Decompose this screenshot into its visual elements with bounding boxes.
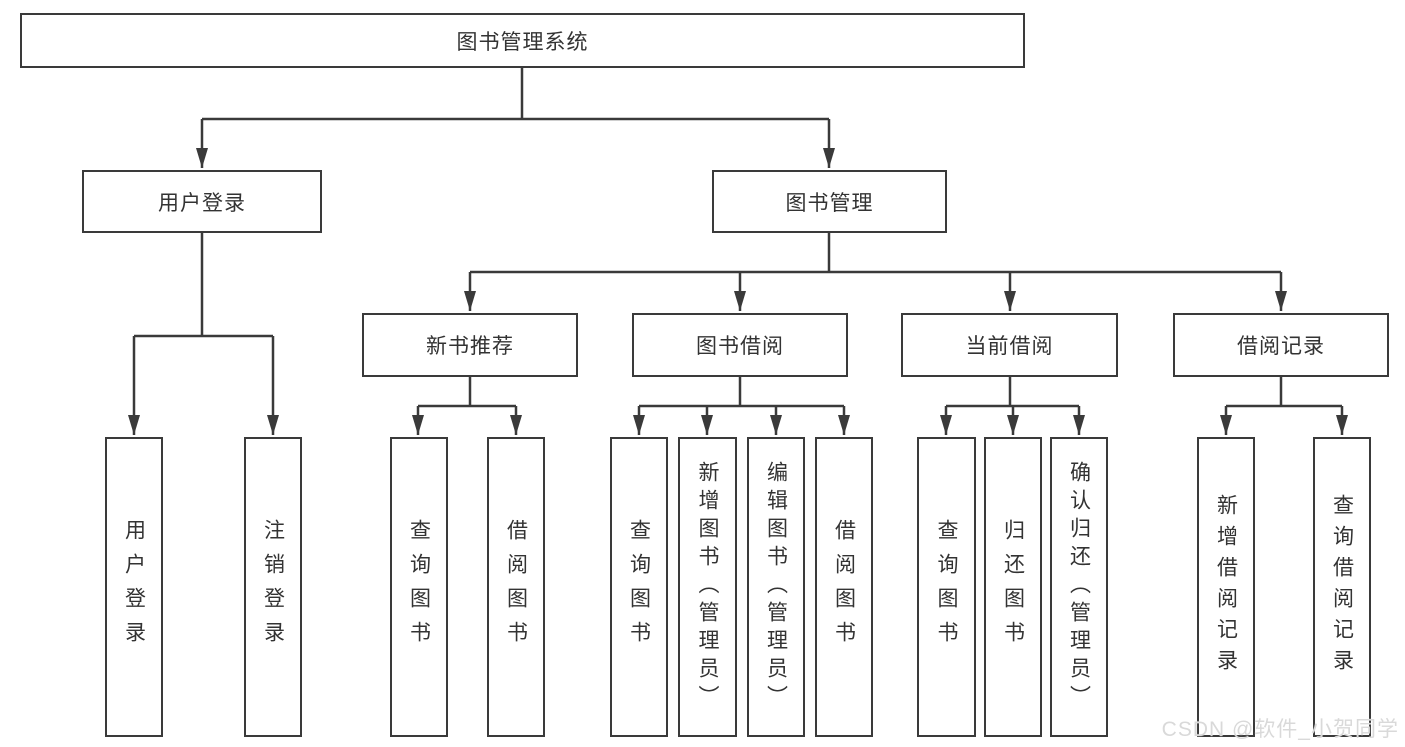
connector-root-branch [202, 68, 829, 121]
leaf-user-login-label: 用户登录 [122, 519, 146, 655]
connector-book-management-branch [470, 233, 1281, 274]
leaf-query-borrow-record-label: 查询借阅记录 [1330, 494, 1354, 680]
leaf-borrow-books-1: 借阅图书 [487, 437, 545, 737]
root-node: 图书管理系统 [20, 13, 1025, 68]
leaf-add-book-admin: 新增图书（管理员） [678, 437, 737, 737]
leaf-return-books-label: 归还图书 [1001, 519, 1025, 655]
node-book-borrow: 图书借阅 [632, 313, 848, 377]
node-book-management-label: 图书管理 [785, 191, 874, 215]
connector-borrow-records-branch [1226, 377, 1342, 408]
leaf-query-books-2-label: 查询图书 [627, 519, 651, 655]
node-current-borrow-label: 当前借阅 [965, 335, 1054, 358]
leaf-query-books-3-label: 查询图书 [935, 519, 958, 655]
leaf-edit-book-admin-label: 编辑图书（管理员） [764, 461, 788, 713]
node-borrow-records-label: 借阅记录 [1237, 335, 1325, 358]
leaf-query-books-1: 查询图书 [390, 437, 448, 737]
leaf-user-login: 用户登录 [105, 437, 163, 737]
node-book-borrow-label: 图书借阅 [696, 335, 784, 358]
connector-user-login-branch [134, 233, 273, 338]
leaf-borrow-books-2: 借阅图书 [815, 437, 873, 737]
leaf-add-borrow-record-label: 新增借阅记录 [1214, 494, 1238, 680]
leaf-add-book-admin-label: 新增图书（管理员） [696, 461, 719, 713]
root-node-label: 图书管理系统 [456, 30, 589, 54]
csdn-watermark: CSDN @软件_小贺同学 [1161, 718, 1399, 741]
node-user-login-label: 用户登录 [158, 191, 246, 215]
leaf-borrow-books-1-label: 借阅图书 [504, 519, 528, 655]
leaf-query-books-2: 查询图书 [610, 437, 668, 737]
connector-book-borrow-branch [639, 377, 844, 408]
node-user-login: 用户登录 [82, 170, 322, 233]
leaf-borrow-books-2-label: 借阅图书 [832, 519, 856, 655]
leaf-logout: 注销登录 [244, 437, 302, 737]
leaf-logout-label: 注销登录 [261, 519, 285, 655]
node-new-book-recommend: 新书推荐 [362, 313, 578, 377]
leaf-query-books-1-label: 查询图书 [407, 519, 431, 655]
node-book-management: 图书管理 [712, 170, 947, 233]
leaf-add-borrow-record: 新增借阅记录 [1197, 437, 1255, 737]
connector-new-book-branch [418, 377, 516, 408]
leaf-edit-book-admin: 编辑图书（管理员） [747, 437, 805, 737]
leaf-confirm-return-admin-label: 确认归还（管理员） [1067, 461, 1091, 713]
node-current-borrow: 当前借阅 [901, 313, 1118, 377]
leaf-return-books: 归还图书 [984, 437, 1042, 737]
leaf-query-books-3: 查询图书 [917, 437, 976, 737]
connector-current-borrow-branch [946, 377, 1079, 408]
node-new-book-recommend-label: 新书推荐 [426, 335, 514, 358]
leaf-query-borrow-record: 查询借阅记录 [1313, 437, 1371, 737]
leaf-confirm-return-admin: 确认归还（管理员） [1050, 437, 1108, 737]
node-borrow-records: 借阅记录 [1173, 313, 1389, 377]
